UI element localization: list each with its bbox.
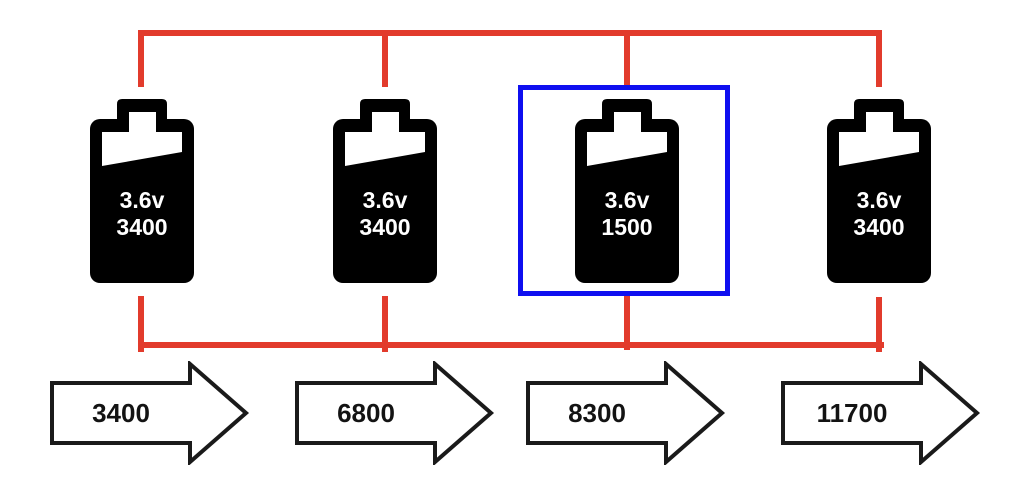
bottom-bus-wire [138, 342, 884, 348]
capacity-arrow-1: 3400 [50, 361, 250, 465]
right-arrow-icon [50, 361, 250, 465]
bottom-rise-wire-4 [876, 297, 882, 352]
right-arrow-icon [295, 361, 495, 465]
arrow-value: 6800 [337, 398, 395, 428]
battery-4: 3.6v 3400 [827, 99, 931, 283]
right-arrow-icon [781, 361, 981, 465]
arrow-value: 3400 [92, 398, 150, 428]
battery-voltage: 3.6v [604, 187, 650, 213]
right-arrow-icon [526, 361, 726, 465]
battery-label: 3.6v 3400 [90, 187, 194, 241]
battery-icon [333, 99, 437, 283]
battery-capacity: 3400 [853, 214, 905, 240]
battery-icon [827, 99, 931, 283]
highlight-box [518, 85, 730, 296]
battery-capacity: 1500 [601, 214, 653, 240]
arrow-value: 8300 [568, 398, 626, 428]
battery-icon [90, 99, 194, 283]
capacity-arrow-2: 6800 [295, 361, 495, 465]
battery-1: 3.6v 3400 [90, 99, 194, 283]
top-bus-wire [138, 30, 882, 36]
top-drop-wire-4 [876, 30, 882, 87]
battery-voltage: 3.6v [119, 187, 165, 213]
arrow-value: 11700 [816, 398, 888, 428]
top-drop-wire-2 [382, 30, 388, 87]
battery-capacity: 3400 [359, 214, 411, 240]
bottom-rise-wire-2 [382, 296, 388, 352]
battery-label: 3.6v 3400 [333, 187, 437, 241]
capacity-arrow-4: 11700 [781, 361, 981, 465]
battery-3: 3.6v 1500 [575, 99, 679, 283]
bottom-rise-wire-1 [138, 296, 144, 352]
battery-voltage: 3.6v [856, 187, 902, 213]
top-drop-wire-1 [138, 30, 144, 87]
capacity-arrow-3: 8300 [526, 361, 726, 465]
battery-icon [575, 99, 679, 283]
top-drop-wire-3 [624, 30, 630, 85]
battery-voltage: 3.6v [362, 187, 408, 213]
battery-capacity: 3400 [116, 214, 168, 240]
battery-2: 3.6v 3400 [333, 99, 437, 283]
battery-label: 3.6v 3400 [827, 187, 931, 241]
bottom-rise-wire-3 [624, 296, 630, 350]
battery-label: 3.6v 1500 [575, 187, 679, 241]
